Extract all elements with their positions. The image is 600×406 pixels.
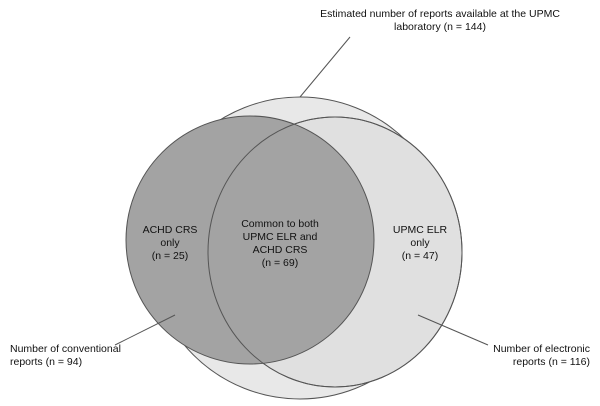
upmc-only-label: UPMC ELR only (n = 47) bbox=[380, 224, 460, 263]
electronic-leader-line bbox=[417, 314, 489, 346]
upmc-only-line2: only bbox=[410, 237, 430, 249]
electronic-reports-label: Number of electronic reports (n = 116) bbox=[440, 343, 590, 369]
achd-only-line2: only bbox=[160, 237, 180, 249]
electronic-line1: Number of electronic bbox=[493, 343, 590, 355]
achd-only-line3: (n = 25) bbox=[151, 250, 189, 262]
conventional-reports-label: Number of conventional reports (n = 94) bbox=[10, 343, 160, 369]
upmc-only-line3: (n = 47) bbox=[401, 250, 439, 262]
electronic-line2: reports (n = 116) bbox=[512, 356, 590, 368]
total-label-line1: Estimated number of reports available at… bbox=[320, 8, 560, 20]
common-line2: UPMC ELR and bbox=[242, 231, 318, 243]
common-line3: ACHD CRS bbox=[252, 244, 308, 256]
conventional-line1: Number of conventional bbox=[10, 343, 121, 355]
common-line4: (n = 69) bbox=[261, 257, 299, 269]
total-label-line2: laboratory (n = 144) bbox=[394, 21, 486, 33]
conventional-reports-circle bbox=[125, 115, 375, 365]
common-line1: Common to both bbox=[241, 218, 319, 230]
electronic-reports-outline bbox=[207, 116, 463, 388]
conventional-leader-line bbox=[114, 314, 176, 346]
upmc-only-line1: UPMC ELR bbox=[392, 224, 448, 236]
achd-only-label: ACHD CRS only (n = 25) bbox=[130, 224, 210, 263]
common-label: Common to both UPMC ELR and ACHD CRS (n … bbox=[225, 218, 335, 270]
conventional-line2: reports (n = 94) bbox=[10, 356, 83, 368]
total-reports-label: Estimated number of reports available at… bbox=[300, 8, 580, 34]
total-leader-line bbox=[299, 36, 351, 98]
achd-only-line1: ACHD CRS bbox=[142, 224, 198, 236]
